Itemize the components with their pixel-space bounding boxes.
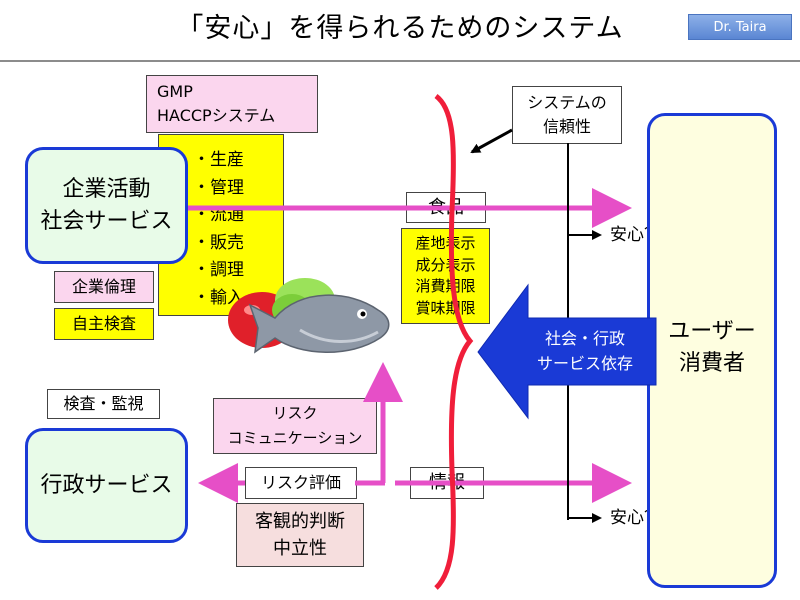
page-title: 「安心」を得られるためのシステム bbox=[176, 13, 624, 44]
labeling-item: 消費期限 bbox=[415, 277, 476, 295]
risk-comm-line2: コミュニケーション bbox=[227, 429, 363, 447]
enterprise-line2: 社会サービス bbox=[40, 209, 173, 234]
risk-evaluation-box: リスク評価 bbox=[245, 467, 357, 499]
dependency-line2: サービス依存 bbox=[536, 354, 633, 373]
objective-judgment-box: 客観的判断 中立性 bbox=[236, 503, 364, 567]
activity-item: ・販売 bbox=[193, 232, 244, 253]
haccp-label: HACCPシステム bbox=[157, 106, 276, 125]
activity-item: ・生産 bbox=[193, 150, 244, 170]
labeling-item: 産地表示 bbox=[415, 234, 476, 252]
risk-comm-line1: リスク bbox=[272, 404, 318, 422]
dependency-line1: 社会・行政 bbox=[544, 329, 625, 348]
labeling-item: 賞味期限 bbox=[415, 298, 476, 317]
dependency-label: 社会・行政 サービス依存 bbox=[515, 326, 655, 376]
activity-item: ・輸入 bbox=[193, 287, 244, 308]
system-trust-box: システムの 信頼性 bbox=[512, 86, 622, 144]
gmp-haccp-box: GMP HACCPシステム bbox=[146, 75, 318, 133]
risk-communication-box: リスク コミュニケーション bbox=[213, 398, 377, 454]
enterprise-line1: 企業活動 bbox=[62, 177, 151, 202]
consumer-line2: 消費者 bbox=[678, 351, 745, 376]
labeling-item: 成分表示 bbox=[415, 255, 476, 274]
inspection-box: 検査・監視 bbox=[47, 389, 160, 419]
self-inspection-box: 自主検査 bbox=[54, 308, 154, 340]
ethics-box: 企業倫理 bbox=[54, 271, 154, 303]
government-box: 行政サービス bbox=[25, 428, 188, 543]
system-trust-line1: システムの bbox=[527, 93, 607, 112]
header-divider bbox=[0, 60, 800, 62]
labeling-box: 産地表示 成分表示 消費期限 賞味期限 bbox=[401, 228, 490, 324]
objective-line2: 中立性 bbox=[273, 538, 327, 559]
consumer-box: ユーザー 消費者 bbox=[647, 113, 777, 588]
dependency-arrow bbox=[477, 283, 657, 420]
author-badge: Dr. Taira bbox=[688, 14, 792, 40]
activity-item: ・調理 bbox=[193, 260, 244, 280]
activity-item: ・管理 bbox=[193, 177, 244, 198]
food-illustration bbox=[228, 278, 390, 354]
trust-pointer-arrow bbox=[470, 128, 513, 154]
gmp-label: GMP bbox=[157, 82, 193, 101]
enterprise-box: 企業活動 社会サービス bbox=[25, 147, 188, 264]
red-brace bbox=[434, 93, 474, 590]
objective-line1: 客観的判断 bbox=[255, 511, 345, 532]
consumer-line1: ユーザー bbox=[668, 319, 756, 344]
system-trust-line2: 信頼性 bbox=[542, 117, 591, 136]
